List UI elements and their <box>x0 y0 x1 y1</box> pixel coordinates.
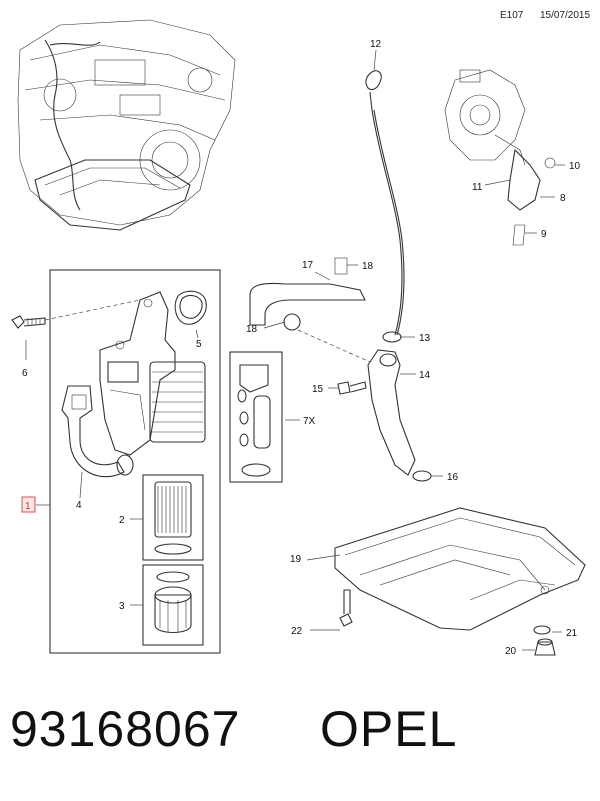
callout-13: 13 <box>419 333 431 344</box>
turbocharger <box>444 69 556 246</box>
gasket-kit <box>237 364 271 477</box>
o-ring <box>382 331 402 343</box>
callout-18-bottom: 18 <box>246 324 258 335</box>
leader-lines <box>25 49 565 651</box>
oil-pan <box>334 507 586 631</box>
callout-17: 17 <box>302 260 314 271</box>
bolt-tube <box>337 381 367 395</box>
callout-2: 2 <box>119 515 125 526</box>
filter-cap <box>154 571 192 634</box>
callout-18-top: 18 <box>362 261 374 272</box>
filter-box <box>142 474 204 561</box>
diagram-code: E107 <box>500 10 524 21</box>
dipstick <box>365 70 405 336</box>
gasket <box>174 290 207 325</box>
callout-7x: 7X <box>303 416 316 427</box>
callout-3: 3 <box>119 601 125 612</box>
callout-22: 22 <box>291 626 303 637</box>
callout-15: 15 <box>312 384 324 395</box>
callout-6: 6 <box>22 368 28 379</box>
bolt <box>11 315 46 329</box>
assembly-frame <box>49 269 221 654</box>
callout-labels: 12 10 11 8 9 17 18 18 13 5 6 14 15 7X 16… <box>22 39 581 657</box>
callout-21: 21 <box>566 628 578 639</box>
callout-12: 12 <box>370 39 382 50</box>
filter-element <box>154 481 192 555</box>
brand-name: OPEL <box>320 701 458 757</box>
callout-5: 5 <box>196 339 202 350</box>
part-number: 93168067 <box>10 701 241 757</box>
callout-9: 9 <box>541 229 547 240</box>
callout-16: 16 <box>447 472 459 483</box>
callout-4: 4 <box>76 500 82 511</box>
engine-overview <box>17 19 236 231</box>
oil-filter-housing <box>99 291 206 456</box>
callout-8: 8 <box>560 193 566 204</box>
callout-19: 19 <box>290 554 302 565</box>
pan-bolt <box>339 589 353 627</box>
washer <box>533 625 551 635</box>
callout-1-highlight: 1 <box>21 496 36 513</box>
gasket-kit-box <box>229 351 283 483</box>
callout-10: 10 <box>569 161 581 172</box>
drain-plug <box>534 638 556 656</box>
diagram-date: 15/07/2015 <box>540 10 591 21</box>
coolant-pipe <box>61 385 134 478</box>
callout-20: 20 <box>505 646 517 657</box>
callout-14: 14 <box>419 370 431 381</box>
callout-11: 11 <box>472 182 483 193</box>
callout-1: 1 <box>25 501 31 512</box>
